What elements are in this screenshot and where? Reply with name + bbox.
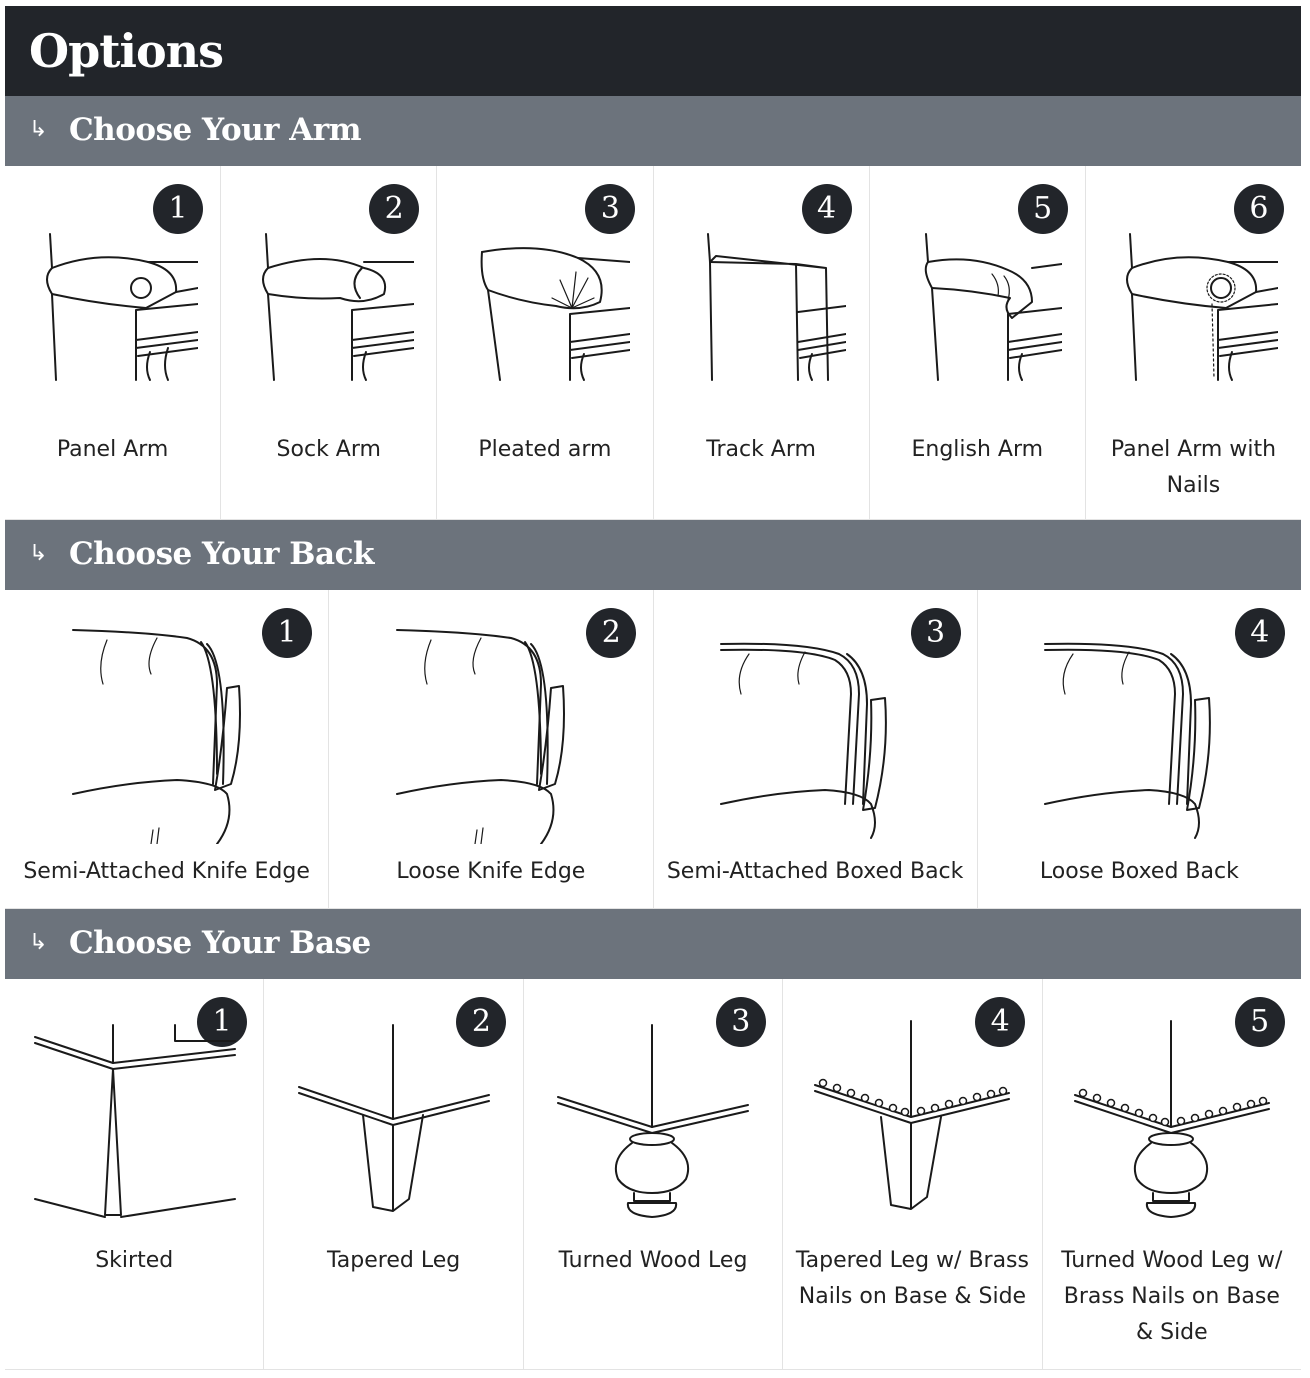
skirted-base-icon — [34, 1024, 237, 1218]
turned-wood-leg-nails-icon — [1073, 1020, 1270, 1218]
option-number-badge: 3 — [715, 997, 766, 1047]
arm-options-grid: 1 Panel Arm 2 Sock Arm 3 — [5, 166, 1301, 520]
tapered-leg-nails-icon — [814, 1020, 1011, 1210]
page-title: Options — [29, 24, 224, 78]
option-number-badge: 3 — [585, 184, 636, 234]
section-header-back: ↳ Choose Your Back — [5, 520, 1301, 590]
option-loose-knife-edge[interactable]: 2 Loose Knife Edge — [329, 590, 654, 908]
option-loose-boxed-back[interactable]: 4 Loose Boxed Back — [978, 590, 1301, 908]
track-arm-icon — [707, 233, 847, 381]
option-label: Tapered Leg w/ Brass Nails on Base & Sid… — [795, 1248, 1029, 1309]
section-title: Choose Your Base — [69, 925, 371, 961]
option-semi-attached-knife-edge[interactable]: 1 Semi-Attached Knife Edge — [5, 590, 330, 908]
semi-attached-boxed-back-icon — [720, 642, 887, 839]
option-number-badge: 5 — [1017, 184, 1068, 234]
option-semi-attached-boxed-back[interactable]: 3 Semi-Attached Boxed Back — [654, 590, 978, 908]
option-turned-wood-leg-nails[interactable]: 5 Turned Wood Leg w/ Brass Nails on Base… — [1043, 979, 1301, 1369]
option-number-badge: 2 — [456, 997, 507, 1047]
panel-arm-nails-icon — [1126, 233, 1279, 381]
option-turned-wood-leg[interactable]: 3 Turned Wood Leg — [524, 979, 784, 1369]
options-title-bar: Options — [5, 6, 1301, 96]
option-label: Loose Boxed Back — [1039, 859, 1239, 884]
option-label: Panel Arm — [56, 437, 169, 462]
option-tapered-leg-nails[interactable]: 4 Tapered Leg w/ Brass Nails on Base & S… — [783, 979, 1043, 1369]
option-number-badge: 2 — [586, 608, 637, 658]
semi-attached-knife-edge-icon — [71, 629, 241, 844]
tapered-leg-icon — [297, 1024, 490, 1212]
section-title: Choose Your Arm — [69, 112, 362, 148]
option-number-badge: 4 — [975, 997, 1026, 1047]
option-track-arm[interactable]: 4 Track Arm — [654, 166, 870, 519]
base-options-grid: 1 Skirted 2 Tapered Leg 3 — [5, 979, 1301, 1370]
section-title: Choose Your Back — [69, 536, 374, 572]
option-skirted[interactable]: 1 Skirted — [5, 979, 265, 1369]
option-number-badge: 3 — [910, 608, 961, 658]
options-panel: Options ↳ Choose Your Arm 1 Panel Arm 2 — [5, 6, 1301, 1370]
pleated-arm-icon — [480, 247, 630, 381]
option-number-badge: 1 — [197, 997, 247, 1047]
option-label: Semi-Attached Boxed Back — [666, 859, 964, 884]
option-number-badge: 4 — [1234, 608, 1285, 658]
option-label: Sock Arm — [276, 437, 381, 462]
option-panel-arm[interactable]: 1 Panel Arm — [5, 166, 222, 519]
option-label: English Arm — [911, 437, 1044, 462]
back-options-grid: 1 Semi-Attached Knife Edge 2 Loose — [5, 590, 1301, 909]
return-arrow-icon: ↳ — [29, 117, 48, 142]
option-number-badge: 5 — [1234, 997, 1285, 1047]
option-label: Semi-Attached Knife Edge — [23, 859, 310, 884]
section-header-arm: ↳ Choose Your Arm — [5, 96, 1301, 166]
option-number-badge: 2 — [369, 184, 420, 234]
option-label: Skirted — [95, 1248, 174, 1273]
option-label: Track Arm — [706, 437, 816, 462]
loose-boxed-back-icon — [1044, 642, 1212, 839]
option-label: Panel Arm with Nails — [1110, 437, 1277, 498]
option-tapered-leg[interactable]: 2 Tapered Leg — [264, 979, 524, 1369]
option-label: Turned Wood Leg w/ Brass Nails on Base &… — [1061, 1248, 1283, 1345]
turned-wood-leg-icon — [557, 1024, 750, 1218]
option-number-badge: 1 — [262, 608, 312, 658]
option-number-badge: 1 — [153, 184, 203, 234]
return-arrow-icon: ↳ — [29, 541, 48, 566]
option-number-badge: 6 — [1233, 184, 1284, 234]
option-panel-arm-nails[interactable]: 6 Panel Arm with Nails — [1086, 166, 1301, 519]
option-label: Pleated arm — [478, 437, 612, 462]
english-arm-icon — [925, 233, 1063, 381]
option-english-arm[interactable]: 5 English Arm — [870, 166, 1086, 519]
option-label: Turned Wood Leg — [558, 1248, 748, 1273]
sock-arm-icon — [261, 233, 414, 381]
panel-arm-icon — [45, 233, 198, 381]
loose-knife-edge-icon — [395, 629, 565, 844]
option-label: Tapered Leg — [327, 1248, 461, 1273]
return-arrow-icon: ↳ — [29, 930, 48, 955]
option-label: Loose Knife Edge — [396, 859, 586, 884]
option-pleated-arm[interactable]: 3 Pleated arm — [437, 166, 654, 519]
option-sock-arm[interactable]: 2 Sock Arm — [221, 166, 438, 519]
option-number-badge: 4 — [801, 184, 852, 234]
section-header-base: ↳ Choose Your Base — [5, 909, 1301, 979]
